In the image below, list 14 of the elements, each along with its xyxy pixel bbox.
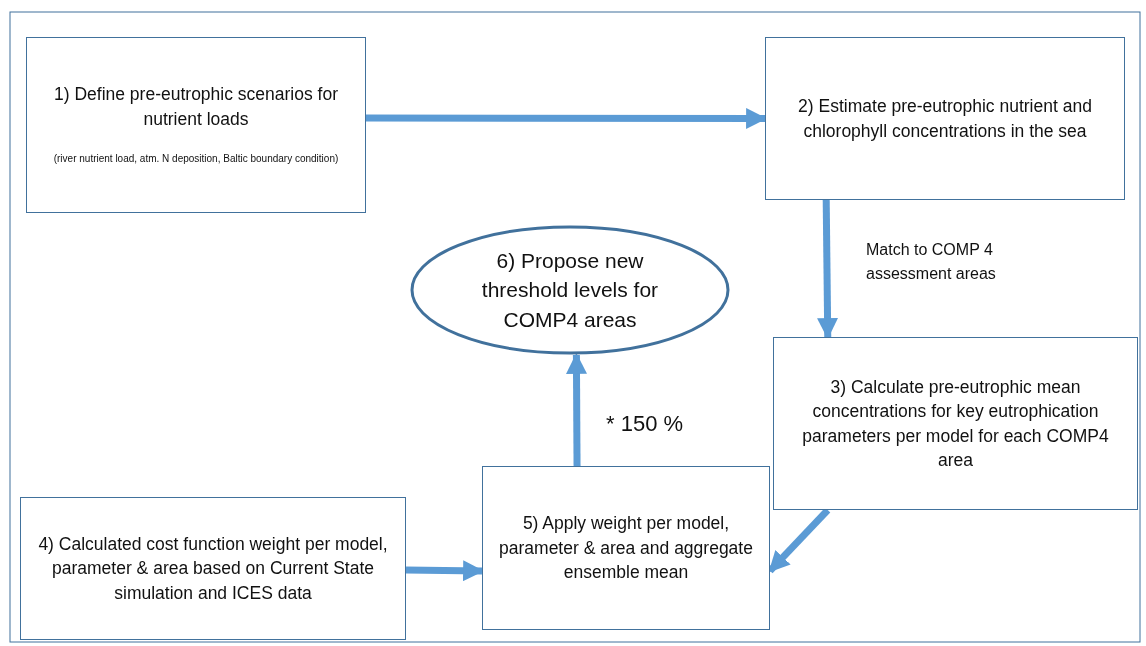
process-box (765, 37, 1125, 200)
node-note: (river nutrient load, atm. N deposition, Baltic boundary condition) (53, 152, 339, 166)
node-text: 5) Apply weight per model, parameter & area and aggregate ensemble mean (498, 512, 754, 585)
node-text: 4) Calculated cost function weight per model, parameter & area based on Current State simulation and ICES data (37, 532, 389, 605)
process-ellipse (410, 225, 730, 355)
node-text: 6) Propose new threshold levels for COMP4 areas (480, 247, 660, 333)
node-text: 3) Calculate pre-eutrophic mean concentrations for key eutrophication parameters per model for each COMP4 area (801, 375, 1110, 472)
process-box (773, 337, 1138, 510)
process-box (26, 37, 366, 213)
process-box (20, 497, 406, 640)
node-text: 2) Estimate pre-eutrophic nutrient and chlorophyll concentrations in the sea (797, 95, 1093, 143)
node-text: 1) Define pre-eutrophic scenarios for nutrient loads (53, 83, 339, 131)
arrow (566, 352, 587, 467)
process-box (482, 466, 770, 630)
